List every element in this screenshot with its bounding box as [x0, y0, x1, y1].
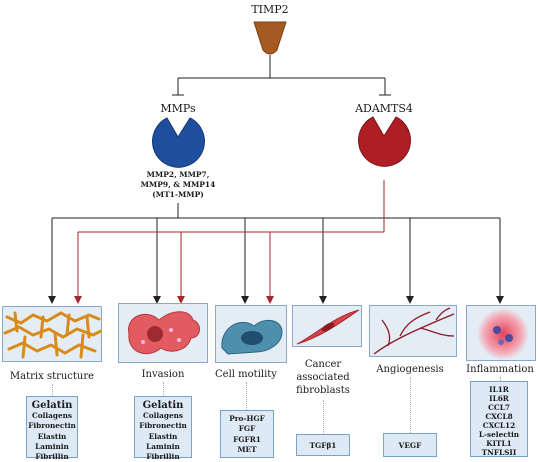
cell-motility-label: Cell motility — [215, 369, 277, 380]
mmp-member-line: MMP2, MMP7, — [146, 170, 210, 179]
timp2-label: TIMP2 — [251, 3, 289, 16]
blood-vessel-icon — [373, 307, 455, 355]
mmp-member-line: MMP9, & MMP14 — [140, 180, 216, 189]
mmp-shape — [152, 117, 205, 168]
list-item: Collagens — [31, 411, 73, 420]
invading-cell-icon — [128, 311, 200, 355]
cell-motility-panel — [215, 305, 287, 363]
motility-dotted-connector — [246, 382, 247, 410]
caf-panel — [292, 305, 362, 347]
adamts4-label: ADAMTS4 — [355, 102, 413, 115]
matrix-substrate-list: Gelatin Collagens Fibronectin Elastin La… — [26, 396, 78, 461]
invasion-panel — [118, 303, 208, 363]
angio-dotted-connector — [410, 377, 411, 433]
angiogenesis-label: Angiogenesis — [376, 364, 444, 375]
list-item: CCL7 — [488, 403, 510, 412]
list-item: Fibronectin — [28, 421, 76, 431]
angiogenesis-panel — [369, 305, 457, 357]
caf-substrate-list: TGFβ1 — [296, 434, 350, 456]
inflammation-substrate-list: IL1R IL6R CCL7 CXCL8 CXCL12 L-selectin K… — [470, 381, 528, 457]
list-item: TNFLSII — [481, 448, 517, 457]
list-header: Gelatin — [142, 400, 184, 411]
caf-label-line: associated — [296, 372, 350, 383]
list-item: CXCL12 — [482, 421, 516, 430]
list-item: TGFβ1 — [309, 441, 337, 450]
list-item: Fibronectin — [139, 421, 187, 431]
invasion-substrate-list: Gelatin Collagens Fibronectin Elastin La… — [134, 396, 192, 461]
motility-substrate-list: Pro-HGF FGF FGFR1 MET — [220, 410, 274, 458]
migrating-cell-icon — [221, 319, 283, 355]
list-item: Laminin — [146, 441, 180, 451]
list-item: CXCL8 — [485, 412, 513, 421]
caf-dotted-connector — [323, 400, 324, 434]
invasion-dotted-connector — [163, 382, 164, 396]
list-item: IL6R — [489, 394, 509, 403]
invasion-label: Invasion — [141, 369, 185, 380]
list-item: VEGF — [398, 441, 422, 450]
inflammation-label: Inflammation — [466, 364, 534, 375]
matrix-structure-label: Matrix structure — [9, 371, 95, 382]
mmp-arrow-lines — [48, 203, 504, 304]
list-item: Collagens — [142, 411, 184, 420]
matrix-structure-panel — [2, 306, 102, 362]
timp2-inhibition-lines — [172, 55, 391, 96]
list-item: L-selectin — [478, 430, 520, 439]
list-item: FGFR1 — [233, 434, 261, 444]
mmp-member-line: (MT1-MMP) — [152, 190, 204, 199]
inflammation-icon — [477, 308, 529, 360]
list-item: Fibrillin — [35, 452, 69, 462]
list-item: Elastin — [148, 431, 178, 441]
list-header: Gelatin — [31, 400, 73, 411]
list-item: Elastin — [37, 431, 67, 441]
mmp-members: MMP2, MMP7, MMP9, & MMP14 (MT1-MMP) — [141, 170, 216, 200]
adamts-arrow-lines — [74, 180, 385, 304]
inflammation-panel — [466, 305, 536, 361]
list-item: Laminin — [35, 441, 69, 451]
mmps-label: MMPs — [160, 102, 196, 115]
list-item: Fibrillin — [146, 452, 180, 462]
fiber-mesh-icon — [3, 311, 101, 359]
matrix-dotted-connector — [52, 384, 53, 396]
list-item: MET — [237, 444, 257, 454]
fibroblast-icon — [296, 309, 360, 345]
inflam-dotted-connector — [500, 377, 501, 381]
list-item: FGF — [238, 424, 256, 434]
caf-label: Cancer associated fibroblasts — [296, 358, 350, 397]
list-item: IL1R — [489, 385, 509, 394]
caf-label-line: Cancer — [304, 359, 342, 370]
angio-substrate-list: VEGF — [383, 433, 437, 457]
adamts-shape — [358, 116, 411, 167]
list-item: KITL1 — [486, 439, 512, 448]
list-item: Pro-HGF — [229, 414, 265, 423]
caf-label-line: fibroblasts — [296, 385, 350, 396]
timp2-shape — [253, 21, 287, 55]
